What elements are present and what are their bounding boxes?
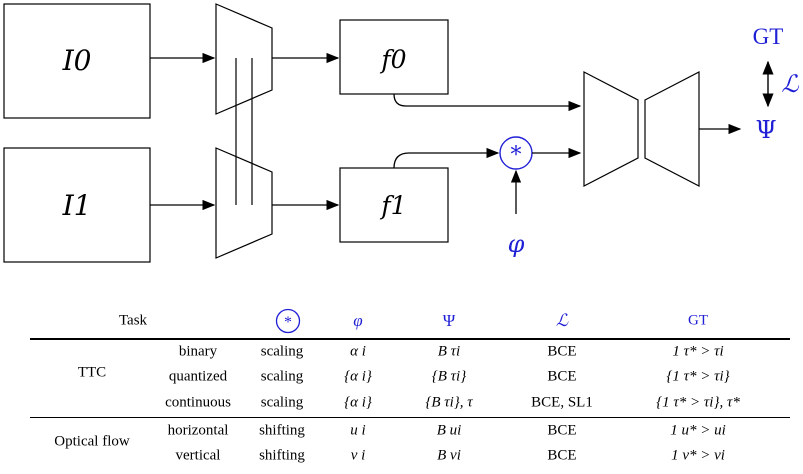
pipeline-diagram: I0 I1 f0 f1 * φ Ψ GT ℒ <box>3 3 799 263</box>
input-label-i1: I1 <box>62 189 92 222</box>
row-sub: horizontal <box>167 422 229 439</box>
row-op: scaling <box>260 394 304 411</box>
header-phi: φ <box>353 311 363 330</box>
psi-label: Ψ <box>755 116 776 144</box>
decoder-right <box>644 71 700 187</box>
header-loss: ℒ <box>555 311 569 330</box>
group-label-ttc: TTC <box>77 364 107 381</box>
row-loss: BCE, SL1 <box>531 394 593 411</box>
group-rule <box>30 417 790 418</box>
input-label-i0: I0 <box>62 44 92 77</box>
row-loss: BCE <box>547 343 577 360</box>
encoder-top <box>215 3 273 115</box>
loss-label: ℒ <box>781 70 799 98</box>
row-psi: B ui <box>436 422 462 439</box>
row-psi: B vi <box>437 447 461 464</box>
row-phi: {α i} <box>344 368 372 385</box>
row-psi: {B τi}, τ <box>425 394 473 411</box>
feature-label-f0: f0 <box>379 45 406 74</box>
task-table: Task * φ Ψ ℒ GT TTC binary scaling α i B… <box>30 308 790 470</box>
row-gt: 1 v* > vi <box>671 447 725 464</box>
phi-label: φ <box>508 230 525 258</box>
feature-label-f1: f1 <box>379 191 406 220</box>
arrow-f1-to-operator <box>393 147 500 169</box>
row-phi: α i <box>350 343 366 360</box>
row-op: scaling <box>260 368 304 385</box>
row-sub: continuous <box>165 394 231 411</box>
row-sub: binary <box>178 343 218 360</box>
encoder-bottom <box>215 147 273 259</box>
decoder-left <box>583 71 639 187</box>
gt-label: GT <box>753 24 784 49</box>
row-op: shifting <box>259 422 305 439</box>
header-gt: GT <box>688 312 708 329</box>
row-gt: {1 τ* > τi} <box>666 368 730 385</box>
header-task: Task <box>118 312 148 329</box>
row-op: scaling <box>260 343 304 360</box>
row-psi: B τi <box>437 343 461 360</box>
row-op: shifting <box>259 447 305 464</box>
row-psi: {B τi} <box>431 368 467 385</box>
row-phi: u i <box>350 422 366 439</box>
row-loss: BCE <box>547 368 577 385</box>
row-loss: BCE <box>547 447 577 464</box>
row-sub: quantized <box>168 368 228 385</box>
input-box-i0 <box>3 3 151 119</box>
arrow-f0-to-decoder <box>393 93 582 112</box>
header-psi: Ψ <box>442 311 456 330</box>
header-rule <box>30 338 790 340</box>
row-phi: v i <box>350 447 366 464</box>
row-gt: {1 τ* > τi}, τ* <box>656 394 740 411</box>
row-gt: 1 u* > ui <box>670 422 726 439</box>
row-phi: {α i} <box>344 394 372 411</box>
header-op: * <box>275 308 301 334</box>
group-label-optical-flow: Optical flow <box>54 433 130 450</box>
row-gt: 1 τ* > τi <box>672 343 724 360</box>
svg-text:*: * <box>284 314 292 331</box>
row-sub: vertical <box>175 447 221 464</box>
operator-symbol: * <box>511 143 522 168</box>
row-loss: BCE <box>547 422 577 439</box>
operator-circle-icon: * <box>275 308 301 334</box>
